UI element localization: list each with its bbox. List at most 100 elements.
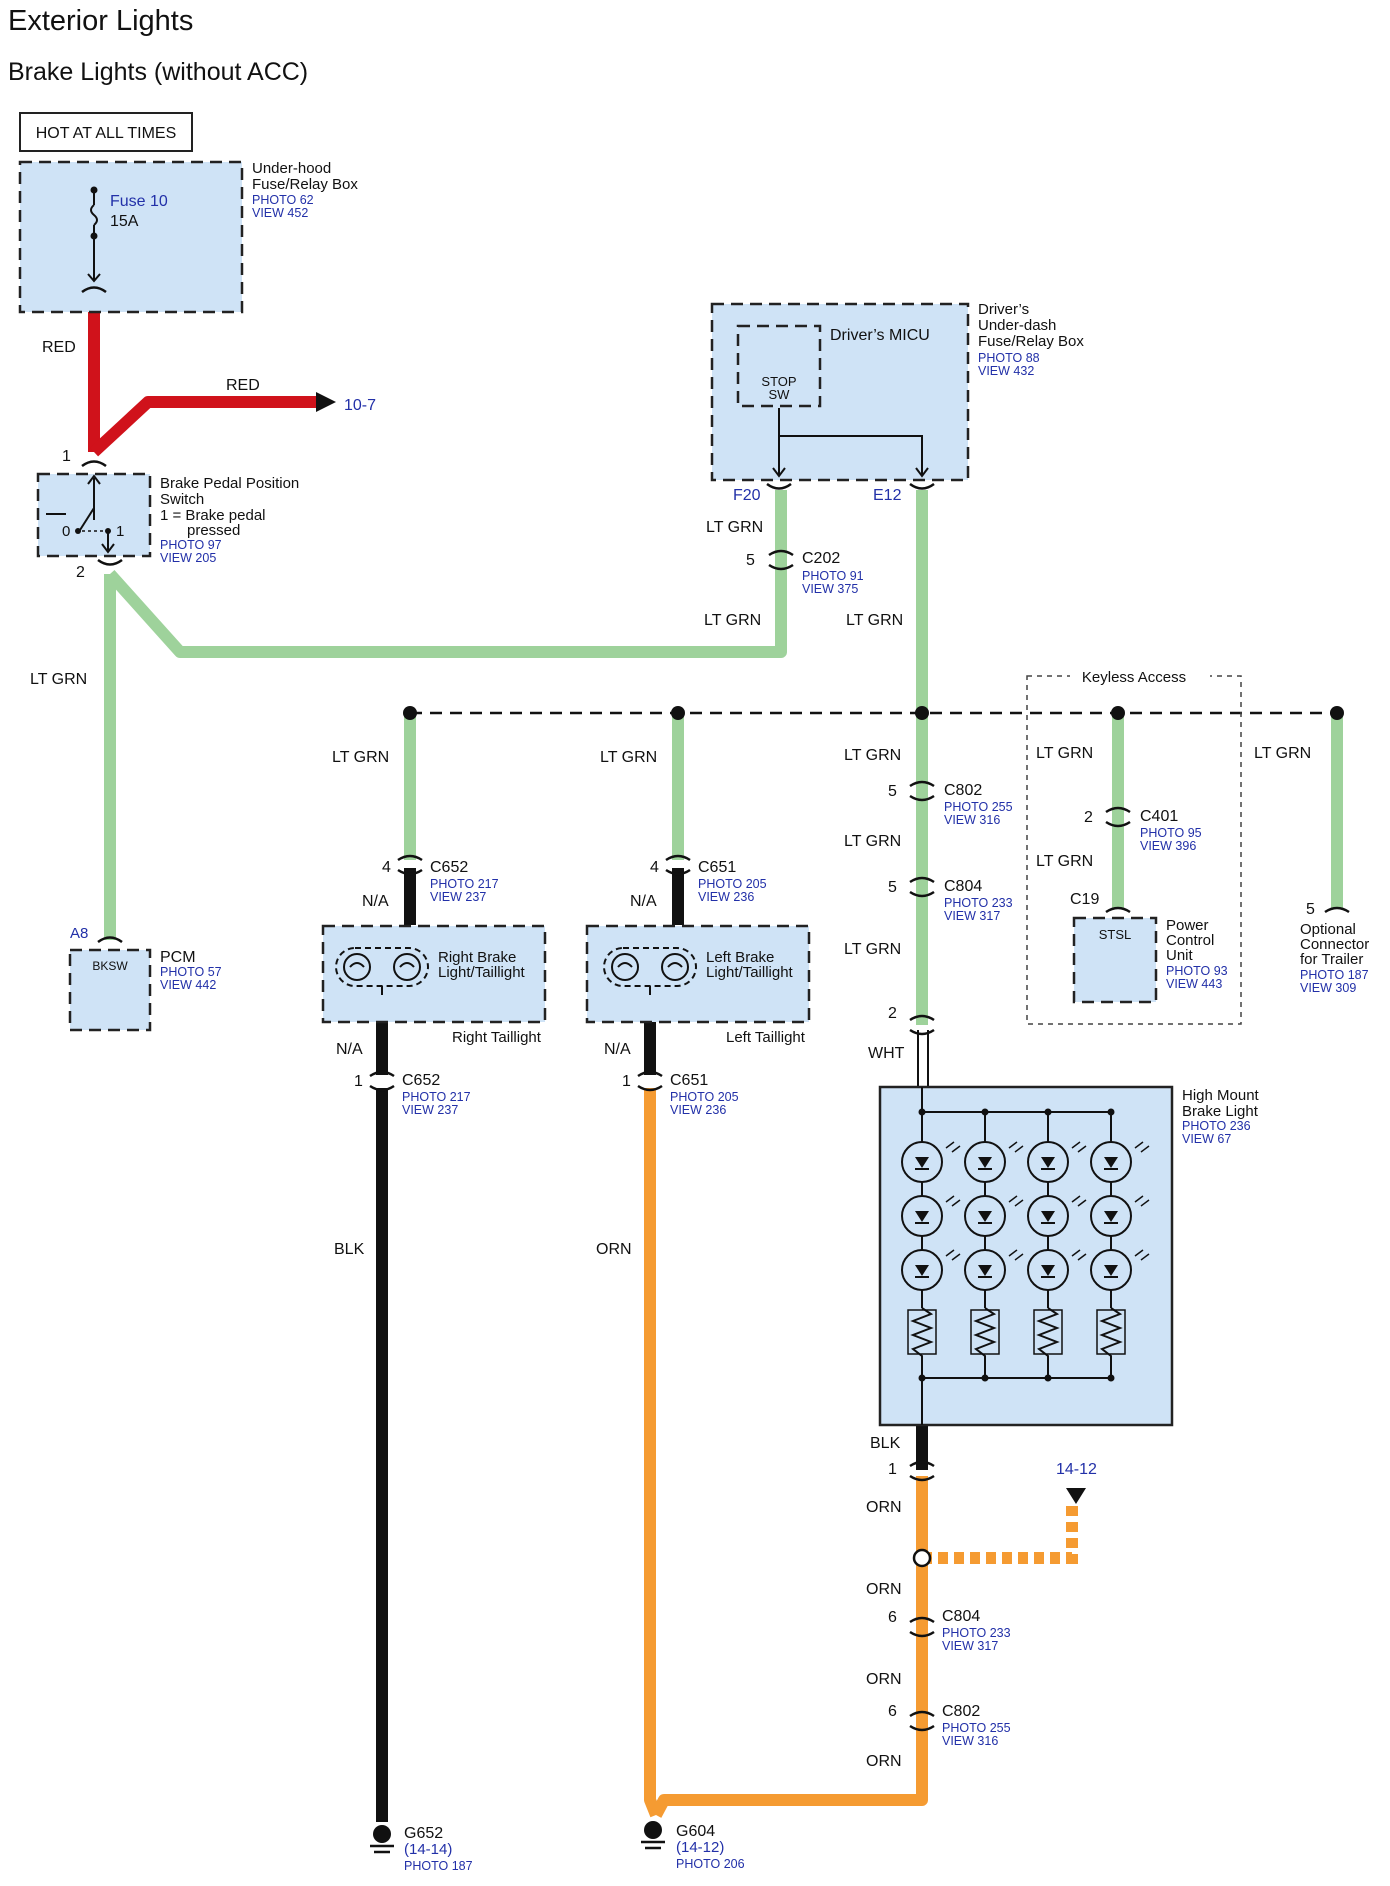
hot-at-all-times-label: HOT AT ALL TIMES bbox=[36, 125, 177, 142]
c651-top-view: VIEW 236 bbox=[698, 890, 754, 904]
c651-bottom-pin: 1 bbox=[622, 1073, 631, 1090]
ltgrn-label-left: LT GRN bbox=[600, 749, 657, 766]
c804-bottom-name: C804 bbox=[942, 1608, 980, 1625]
trailer-name-line3: for Trailer bbox=[1300, 951, 1363, 968]
left-brake-light-box bbox=[585, 924, 811, 1024]
left-light-name-line1: Left Brake bbox=[706, 949, 774, 966]
pcu-name-line3: Unit bbox=[1166, 947, 1194, 964]
underhood-name-line2: Fuse/Relay Box bbox=[252, 176, 358, 193]
pcu-connector-c19: C19 bbox=[1070, 891, 1099, 908]
ref-10-7: 10-7 bbox=[344, 397, 376, 414]
underdash-name-line1: Driver’s bbox=[978, 301, 1029, 318]
red-wire-label-1: RED bbox=[42, 339, 76, 356]
c401-view: VIEW 396 bbox=[1140, 839, 1196, 853]
c802-bottom-pin: 6 bbox=[888, 1703, 897, 1720]
pcu-name-line1: Power bbox=[1166, 917, 1209, 934]
orn-label-center-2: ORN bbox=[866, 1581, 902, 1598]
c802-top-name: C802 bbox=[944, 782, 982, 799]
c202-view: VIEW 375 bbox=[802, 582, 858, 596]
micu-e12-connector-icon bbox=[909, 482, 935, 490]
hot-at-all-times-box bbox=[19, 112, 193, 152]
left-filament-coil-1 bbox=[617, 962, 633, 968]
c804-bottom-photo: PHOTO 233 bbox=[942, 1626, 1011, 1640]
c804-bottom-pin: 6 bbox=[888, 1609, 897, 1626]
c401-connector-icon bbox=[1105, 806, 1131, 828]
hmsl-pin-2: 2 bbox=[888, 1005, 897, 1022]
resistor-outline bbox=[1033, 1309, 1063, 1355]
c202-connector-icon bbox=[768, 549, 794, 571]
led-diode-icon bbox=[1041, 1265, 1055, 1276]
fuse-10-icon bbox=[90, 204, 98, 226]
c652-bottom-photo: PHOTO 217 bbox=[402, 1090, 471, 1104]
led-diode-icon bbox=[915, 1211, 929, 1222]
blk-wire-label: BLK bbox=[334, 1241, 365, 1258]
ltgrn-label-center-3: LT GRN bbox=[844, 941, 901, 958]
fuse-amps: 15A bbox=[110, 213, 139, 230]
micu-pin-e12: E12 bbox=[873, 487, 902, 504]
g652-name: G652 bbox=[404, 1825, 443, 1842]
hmsl-name-line2: Brake Light bbox=[1182, 1103, 1259, 1120]
wht-wire-label: WHT bbox=[868, 1045, 905, 1062]
ltgrn-label-pcu-2: LT GRN bbox=[1036, 853, 1093, 870]
c652-bottom-pin: 1 bbox=[354, 1073, 363, 1090]
orn-splice bbox=[912, 1548, 932, 1568]
blk-label-hmsl: BLK bbox=[870, 1435, 901, 1452]
led-diode-icon bbox=[978, 1265, 992, 1276]
c804-top-view: VIEW 317 bbox=[944, 909, 1000, 923]
hmsl-pin-1: 1 bbox=[888, 1461, 897, 1478]
underdash-name-line2: Under-dash bbox=[978, 317, 1056, 334]
fuse-terminal-top bbox=[90, 186, 98, 194]
pcu-connector-icon bbox=[1105, 906, 1131, 914]
c652-top-view: VIEW 237 bbox=[430, 890, 486, 904]
led-light-rays-icon bbox=[1071, 1141, 1087, 1153]
bpp-arrow-up-icon bbox=[87, 474, 101, 485]
fuse-arrow-icon bbox=[87, 273, 101, 283]
stop-sw-box bbox=[736, 324, 822, 408]
pcm-view: VIEW 442 bbox=[160, 978, 216, 992]
hmsl-led-array bbox=[901, 1087, 1150, 1425]
led-light-rays-icon bbox=[945, 1141, 961, 1153]
c401-name: C401 bbox=[1140, 808, 1178, 825]
led-diode-icon bbox=[915, 1265, 929, 1276]
led-light-rays-icon bbox=[1071, 1249, 1087, 1261]
trailer-name-line1: Optional bbox=[1300, 921, 1356, 938]
bpp-photo: PHOTO 97 bbox=[160, 538, 222, 552]
c651-bottom-photo: PHOTO 205 bbox=[670, 1090, 739, 1104]
bpp-position-1: 1 bbox=[116, 523, 124, 540]
c651-top-pin: 4 bbox=[650, 859, 659, 876]
pcu-stsl: STSL bbox=[1099, 927, 1132, 942]
led-diode-icon bbox=[978, 1157, 992, 1168]
hmsl-name-line1: High Mount bbox=[1182, 1087, 1260, 1104]
pcm-photo: PHOTO 57 bbox=[160, 965, 222, 979]
g604-photo: PHOTO 206 bbox=[676, 1857, 745, 1871]
g652-ref: (14-14) bbox=[404, 1841, 452, 1858]
orn-label-center-1: ORN bbox=[866, 1499, 902, 1516]
left-taillight-label: Left Taillight bbox=[726, 1029, 806, 1046]
c802-top-photo: PHOTO 255 bbox=[944, 800, 1013, 814]
led-diode-icon bbox=[915, 1157, 929, 1168]
ltgrn-label-c202-below: LT GRN bbox=[704, 612, 761, 629]
underhood-view: VIEW 452 bbox=[252, 206, 308, 220]
c652-top-connector-icon bbox=[397, 854, 423, 876]
pcu-name-line2: Control bbox=[1166, 932, 1214, 949]
trailer-photo: PHOTO 187 bbox=[1300, 968, 1369, 982]
left-bulb-filament-1-icon bbox=[611, 953, 639, 981]
c651-bottom-view: VIEW 236 bbox=[670, 1103, 726, 1117]
arrow-10-7-icon bbox=[316, 392, 336, 412]
bpp-view: VIEW 205 bbox=[160, 551, 216, 565]
pcm-connector-icon bbox=[97, 936, 123, 944]
led-diode-icon bbox=[1104, 1265, 1118, 1276]
orn-label-center-4: ORN bbox=[866, 1753, 902, 1770]
orn-wire-to-g604 bbox=[644, 1088, 662, 1818]
c802-bottom-connector-icon bbox=[909, 1710, 935, 1732]
micu-name: Driver’s MICU bbox=[830, 327, 930, 344]
stop-sw-line1: STOP bbox=[761, 374, 796, 389]
pcm-name: PCM bbox=[160, 949, 196, 966]
right-taillight-label: Right Taillight bbox=[452, 1029, 542, 1046]
ltgrn-label-center-2: LT GRN bbox=[844, 833, 901, 850]
hmsl-photo: PHOTO 236 bbox=[1182, 1119, 1251, 1133]
na-label-right-top: N/A bbox=[362, 893, 389, 910]
underhood-photo: PHOTO 62 bbox=[252, 193, 314, 207]
trailer-name-line2: Connector bbox=[1300, 936, 1369, 953]
